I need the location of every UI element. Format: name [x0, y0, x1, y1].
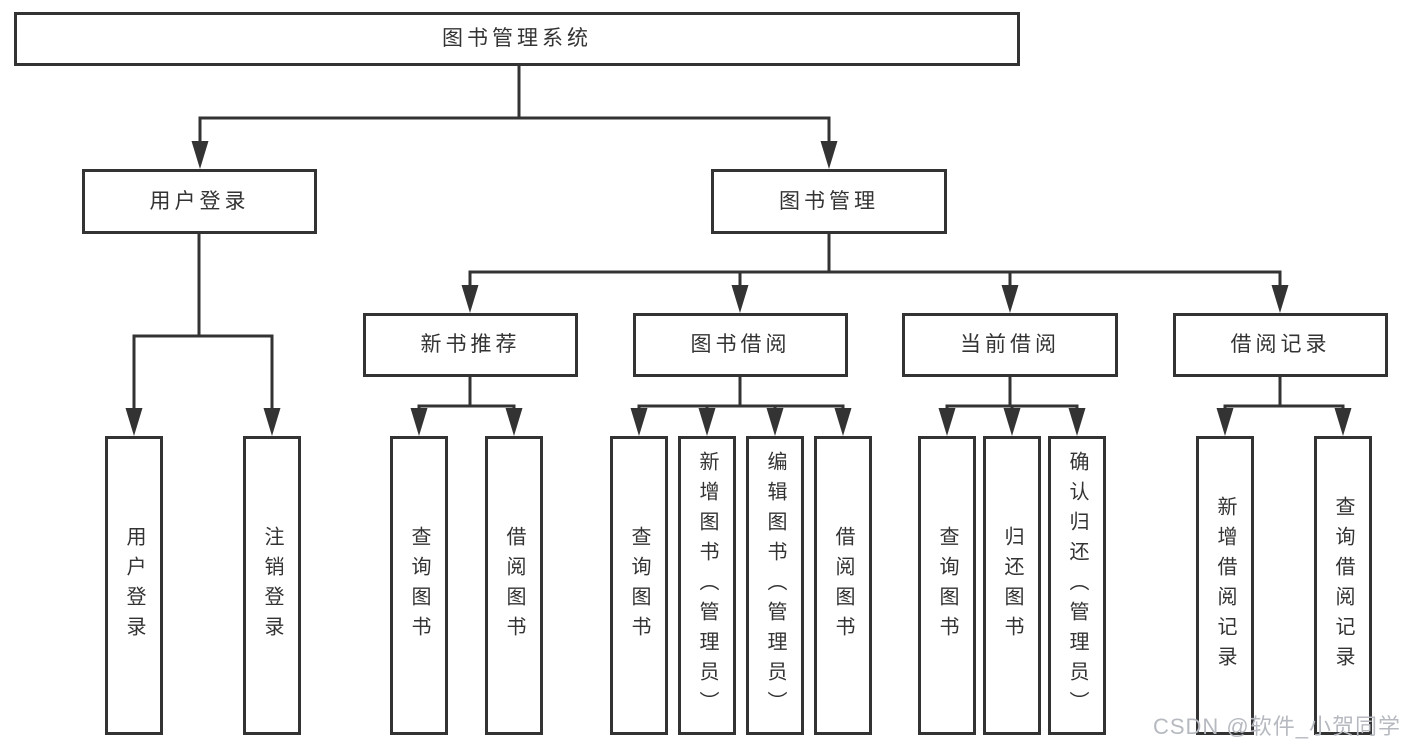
arrow-down-icons: [125, 141, 1352, 436]
node-book-borrow: 图书借阅: [633, 313, 848, 377]
leaf-add-books-admin: 新增图书（管理员）: [678, 436, 736, 735]
leaf-query-books-current: 查询图书: [918, 436, 976, 735]
watermark: CSDN @软件_小贺同学: [1152, 714, 1401, 739]
leaf-borrow-books-recommend: 借阅图书: [485, 436, 543, 735]
node-current-borrow: 当前借阅: [902, 313, 1118, 377]
node-new-book-recommend: 新书推荐: [363, 313, 578, 377]
leaf-query-books-borrow: 查询图书: [610, 436, 668, 735]
leaf-query-books-recommend: 查询图书: [390, 436, 448, 735]
leaf-return-books: 归还图书: [983, 436, 1041, 735]
node-book-management: 图书管理: [711, 169, 947, 234]
leaf-confirm-return-admin: 确认归还（管理员）: [1048, 436, 1106, 735]
leaf-logout: 注销登录: [243, 436, 301, 735]
node-user-login: 用户登录: [82, 169, 317, 234]
node-library-management-system: 图书管理系统: [14, 12, 1020, 66]
leaf-borrow-books: 借阅图书: [814, 436, 872, 735]
leaf-user-login: 用户登录: [105, 436, 163, 735]
leaf-add-borrow-record: 新增借阅记录: [1196, 436, 1254, 735]
node-borrow-records: 借阅记录: [1173, 313, 1388, 377]
leaf-edit-books-admin: 编辑图书（管理员）: [746, 436, 804, 735]
leaf-query-borrow-record: 查询借阅记录: [1314, 436, 1372, 735]
